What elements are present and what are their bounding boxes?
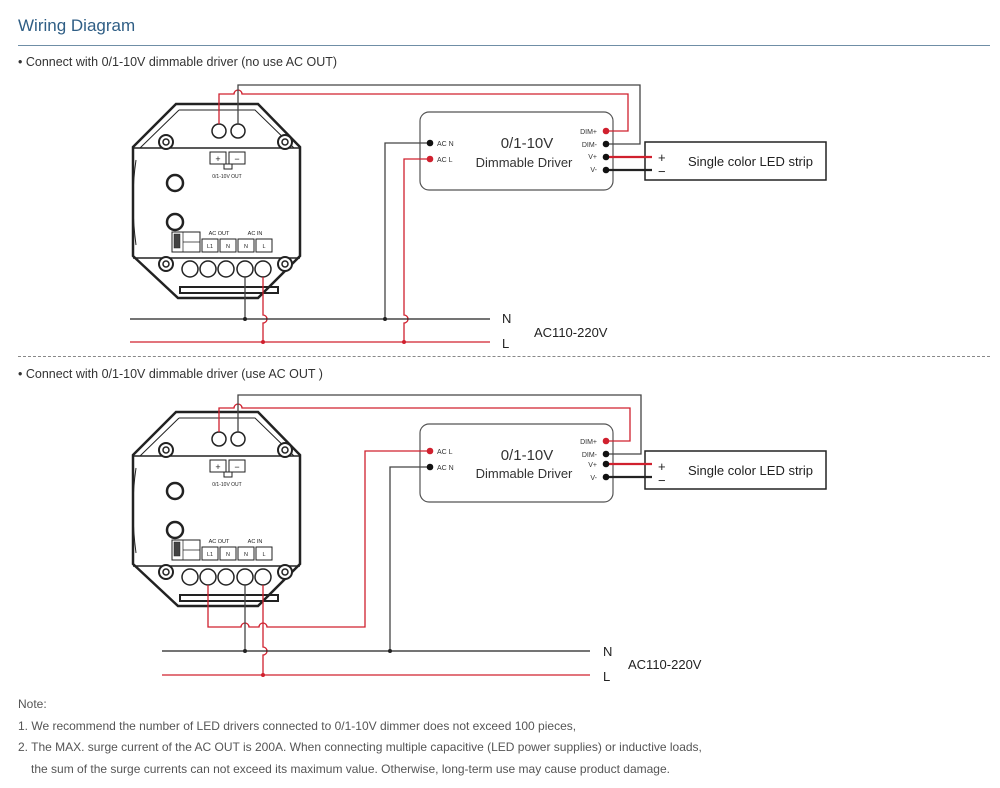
led-minus: −: [658, 164, 666, 179]
dim-minus-label: DIM-: [582, 452, 598, 459]
ac-in-label: AC IN: [248, 539, 263, 545]
driver-title: 0/1-10V: [501, 447, 554, 464]
voltage-label: AC110-220V: [534, 325, 608, 340]
terminal-n-out: N: [226, 244, 230, 250]
out-label: 0/1-10V OUT: [212, 174, 241, 180]
dim-plus-wire: [218, 89, 629, 132]
note-2-continued: the sum of the surge currents can not ex…: [31, 761, 670, 776]
acl-label: AC L: [437, 157, 453, 164]
out-plus-label: +: [215, 462, 220, 472]
v-plus-label: V+: [588, 154, 597, 161]
wires-2: [162, 394, 652, 676]
acl-label: AC L: [437, 449, 453, 456]
note-2: 2. The MAX. surge current of the AC OUT …: [18, 740, 702, 754]
led-strip-label: Single color LED strip: [688, 463, 813, 478]
dim-minus-label: DIM-: [582, 142, 598, 149]
out-minus-label: −: [234, 462, 239, 472]
dim-minus-wire: [237, 394, 642, 455]
out-plus-label: +: [215, 154, 220, 164]
acn-label: AC N: [437, 465, 454, 472]
voltage-label: AC110-220V: [628, 657, 702, 672]
v-plus-label: V+: [588, 462, 597, 469]
dimmer-device: + − 0/1-10V OUT AC OUT AC IN L1 N N L: [131, 102, 302, 300]
diagram-1-caption: • Connect with 0/1-10V dimmable driver (…: [18, 55, 338, 69]
page-title: Wiring Diagram: [18, 16, 136, 35]
dim-minus-wire: [237, 84, 641, 145]
terminal-l1: L1: [207, 552, 213, 558]
title-rule: [18, 45, 990, 46]
dimmable-driver-2: 0/1-10V Dimmable Driver AC L AC N DIM+ D…: [419, 423, 614, 503]
dim-plus-label: DIM+: [580, 129, 597, 136]
section-divider: [18, 356, 990, 357]
neutral-label: N: [603, 644, 612, 659]
notes-heading: Note:: [18, 697, 47, 711]
dim-plus-label: DIM+: [580, 439, 597, 446]
neutral-label: N: [502, 311, 511, 326]
led-minus: −: [658, 473, 666, 488]
driver-subtitle: Dimmable Driver: [476, 466, 573, 481]
led-plus: +: [658, 150, 666, 165]
v-minus-label: V-: [590, 475, 597, 482]
dim-plus-wire: [218, 403, 631, 442]
dimmer-device: + − 0/1-10V OUT AC OUT AC IN L1 N N L: [131, 410, 302, 608]
ac-out-label: AC OUT: [209, 231, 230, 237]
led-strip-2: Single color LED strip + −: [644, 450, 827, 490]
v-minus-label: V-: [590, 167, 597, 174]
led-strip-1: Single color LED strip + −: [644, 141, 827, 181]
ac-out-l-wire: [207, 450, 430, 628]
dimmable-driver-1: 0/1-10V Dimmable Driver AC N AC L DIM+ D…: [419, 111, 614, 191]
junction-dots-1: [243, 127, 610, 344]
driver-subtitle: Dimmable Driver: [476, 155, 573, 170]
out-minus-label: −: [234, 154, 239, 164]
driver-l-wire: [403, 158, 430, 342]
wires-1: [130, 84, 652, 343]
terminal-n-in: N: [244, 552, 248, 558]
terminal-n-out: N: [226, 552, 230, 558]
terminal-l-in: L: [262, 552, 265, 558]
live-label: L: [502, 336, 509, 351]
ac-in-label: AC IN: [248, 231, 263, 237]
terminal-l1: L1: [207, 244, 213, 250]
acn-label: AC N: [437, 141, 454, 148]
led-plus: +: [658, 459, 666, 474]
notes: Note: 1. We recommend the number of LED …: [18, 694, 702, 780]
out-label: 0/1-10V OUT: [212, 482, 241, 488]
junction-dots-2: [243, 437, 610, 677]
led-strip-label: Single color LED strip: [688, 154, 813, 169]
diagram-2-caption: • Connect with 0/1-10V dimmable driver (…: [18, 367, 323, 381]
note-1: 1. We recommend the number of LED driver…: [18, 718, 577, 733]
driver-n-wire: [389, 466, 430, 651]
driver-n-wire: [384, 142, 430, 319]
ac-out-label: AC OUT: [209, 539, 230, 545]
driver-title: 0/1-10V: [501, 135, 554, 152]
terminal-n-in: N: [244, 244, 248, 250]
live-label: L: [603, 669, 610, 684]
terminal-l-in: L: [262, 244, 265, 250]
